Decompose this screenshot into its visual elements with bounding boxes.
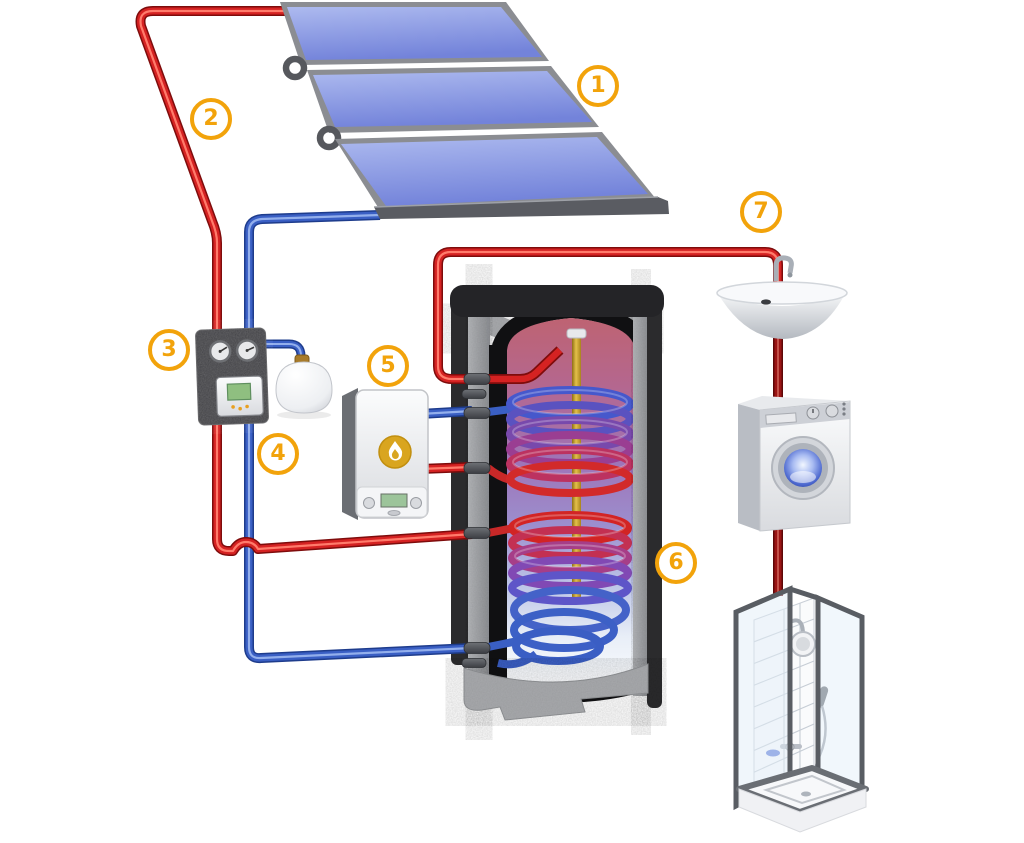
lower-heat-exchanger-coil — [497, 511, 632, 669]
basin-overflow — [761, 299, 771, 305]
basin-rim — [716, 281, 848, 305]
badge-expansion-vessel: 4 — [257, 433, 299, 475]
vessel-body — [275, 361, 333, 414]
shower-base — [738, 788, 867, 833]
tank-base-insulation — [463, 663, 649, 721]
solar-collector-array — [280, 2, 669, 219]
upper-coil-inlet — [487, 405, 513, 416]
pressure-gauge — [208, 340, 232, 363]
collector-rail — [374, 197, 669, 219]
tank-outer-wall-right — [647, 294, 662, 708]
collector-union — [316, 125, 342, 151]
tank-outer-wall-left — [451, 294, 469, 665]
badge-solar-circuit-pipes: 2 — [190, 98, 232, 140]
badge-hot-water-outlets: 7 — [740, 191, 782, 233]
boiler-button — [387, 510, 401, 516]
collector-panel — [313, 71, 592, 127]
boiler-display — [380, 493, 408, 508]
shower-drain — [801, 791, 811, 797]
washbasin — [716, 255, 848, 339]
washer-door — [771, 436, 835, 500]
anode-rod-cap — [566, 328, 587, 339]
solar-pump-station — [195, 327, 269, 426]
solar-supply-pipe — [135, 6, 473, 556]
detergent-drawer — [765, 412, 797, 425]
boiler-knob — [363, 497, 375, 509]
hot-water-dip-tube — [488, 346, 564, 384]
shower-glass-left — [733, 585, 793, 811]
shower-top-frame — [789, 586, 819, 601]
hot-water-supply-pipe — [433, 247, 783, 384]
tank-inner-wall-left — [489, 345, 507, 692]
tank-insulation-right — [633, 308, 649, 696]
washing-machine — [738, 396, 851, 532]
boiler-knob — [410, 497, 422, 509]
tank-top-cap — [450, 285, 664, 317]
collector-panel — [341, 137, 648, 206]
shower-cabin — [733, 585, 869, 833]
washer-knob — [825, 404, 839, 418]
flame-icon — [378, 435, 412, 469]
washer-side — [738, 404, 760, 531]
tank-insulation-left — [468, 304, 490, 700]
boiler-control-panel — [356, 486, 428, 518]
badge-solar-collector-array: 1 — [577, 65, 619, 107]
controller-display — [215, 375, 264, 417]
badge-storage-tank: 6 — [655, 542, 697, 584]
badge-auxiliary-boiler: 5 — [367, 345, 409, 387]
badge-solar-pump-station: 3 — [148, 329, 190, 371]
boiler-wall-bracket — [342, 388, 358, 520]
solar-return-pipe — [244, 210, 473, 664]
expansion-vessel — [275, 354, 333, 419]
tank-connection-stubs — [461, 373, 491, 668]
shower-glass-right — [815, 594, 865, 803]
washer-top — [738, 396, 850, 410]
collector-union — [282, 55, 308, 81]
collector-rail-edge — [373, 196, 659, 208]
upper-heat-exchanger-coil — [506, 386, 634, 497]
auxiliary-boiler — [342, 388, 429, 520]
collector-panel — [287, 7, 542, 60]
storage-tank — [450, 285, 664, 721]
temperature-gauge — [235, 339, 259, 362]
controller-screen — [226, 382, 252, 401]
